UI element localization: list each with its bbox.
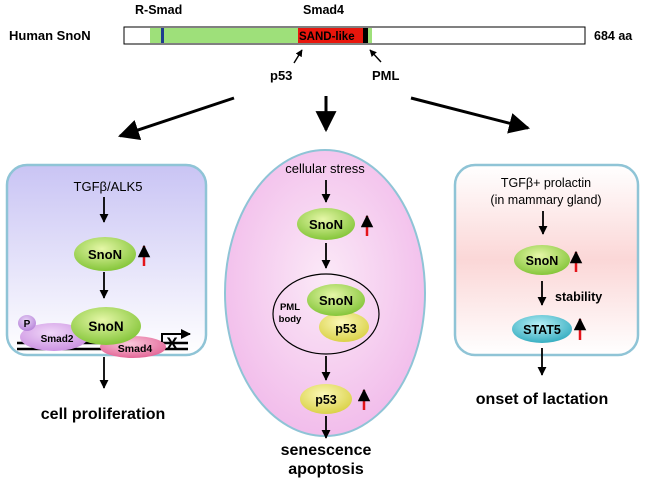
left-panel-top: TGFβ/ALK5 [74, 179, 143, 194]
phospho-ellipse [18, 315, 36, 331]
pml-body-label-1: PML [280, 302, 300, 313]
middle-p53-label: p53 [315, 393, 337, 407]
left-outcome: cell proliferation [41, 406, 165, 423]
sand-like-domain [298, 28, 366, 43]
right-outcome: onset of lactation [476, 391, 608, 408]
middle-outcome-1: senescence [281, 442, 372, 459]
left-snon-ellipse [74, 237, 136, 271]
p53-site-label: p53 [270, 68, 292, 83]
body-snon-ellipse [307, 284, 365, 316]
pml-site-marker [363, 28, 368, 43]
rsmad-label: R-Smad [135, 3, 182, 17]
stat5-label: STAT5 [523, 323, 561, 337]
middle-snon-ellipse [297, 208, 355, 240]
complex-snon-ellipse [71, 307, 141, 345]
p53-site-arrow [293, 49, 303, 64]
body-snon-label: SnoN [319, 293, 353, 308]
rsmad-domain [150, 28, 298, 43]
body-p53-ellipse [319, 312, 369, 342]
green-tail-domain [368, 28, 372, 43]
right-snon-ellipse [514, 245, 570, 275]
right-panel-top-2: (in mammary gland) [490, 193, 601, 207]
pml-site-label: PML [372, 68, 400, 83]
smad2-ellipse [20, 323, 88, 351]
smad2-label: Smad2 [41, 334, 74, 345]
protein-length: 684 aa [594, 29, 633, 43]
branch-arrow-right [410, 96, 531, 134]
complex-snon-label: SnoN [88, 319, 123, 334]
pml-site-arrow [369, 49, 382, 63]
right-panel-top-1: TGFβ+ prolactin [501, 176, 591, 190]
body-p53-label: p53 [335, 322, 357, 336]
left-snon-label: SnoN [88, 247, 122, 262]
middle-snon-label: SnoN [309, 217, 343, 232]
smad4-complex-label: Smad4 [118, 343, 153, 355]
middle-panel-top: cellular stress [285, 161, 365, 176]
stability-label: stability [555, 290, 602, 304]
blocked-x-mark: X [166, 334, 178, 353]
middle-outcome-2: apoptosis [288, 461, 364, 478]
pml-body-outline [272, 273, 380, 355]
phospho-label: P [24, 319, 31, 330]
stat5-ellipse [512, 315, 572, 343]
protein-name: Human SnoN [9, 28, 91, 43]
branch-arrow-left [118, 96, 235, 140]
right-snon-label: SnoN [526, 254, 559, 268]
sand-like-label: SAND-like [299, 31, 355, 43]
pml-body-label-2: body [279, 314, 302, 325]
middle-p53-ellipse [300, 384, 352, 414]
smad4-label: Smad4 [303, 3, 344, 17]
rsmad-marker [161, 28, 164, 43]
transcription-arrow [161, 329, 191, 342]
